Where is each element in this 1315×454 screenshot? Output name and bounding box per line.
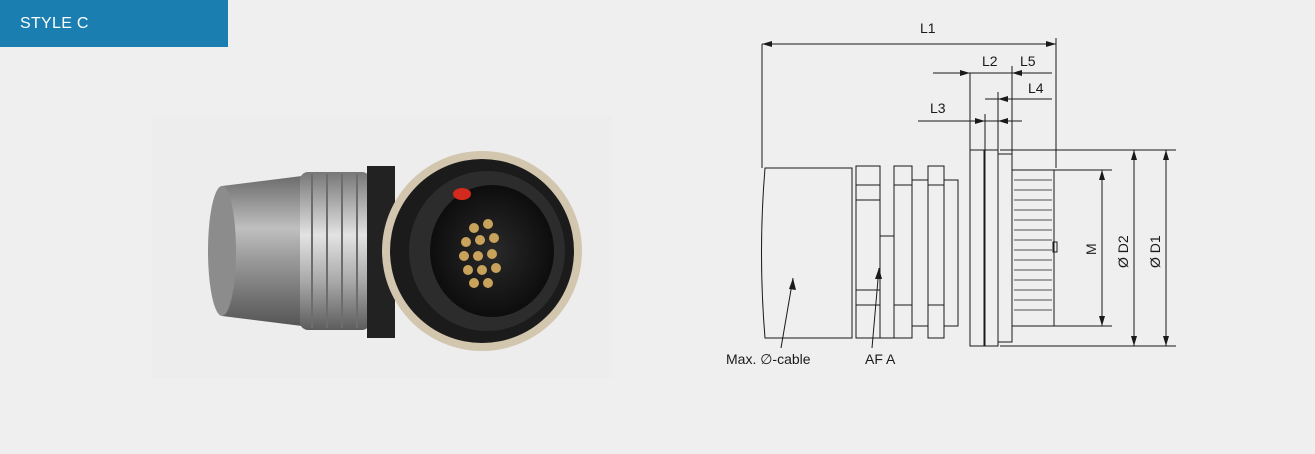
connector-photo (152, 116, 612, 378)
dim-d1: Ø D1 (1147, 235, 1163, 268)
dim-l5: L5 (1020, 53, 1036, 69)
style-tab-label: STYLE C (20, 14, 89, 32)
callout-cable: Max. ∅-cable (726, 351, 811, 367)
callout-af: AF A (865, 351, 896, 367)
dim-d2: Ø D2 (1115, 235, 1131, 268)
dim-l4: L4 (1028, 80, 1044, 96)
dim-l2: L2 (982, 53, 998, 69)
style-tab: STYLE C (0, 0, 228, 47)
technical-drawing: L1 L2 L5 L4 L3 M Ø D2 Ø D1 Max. ∅-cable … (726, 20, 1176, 367)
dim-l3: L3 (930, 100, 946, 116)
dim-m: M (1083, 243, 1099, 255)
dim-l1: L1 (920, 20, 936, 36)
